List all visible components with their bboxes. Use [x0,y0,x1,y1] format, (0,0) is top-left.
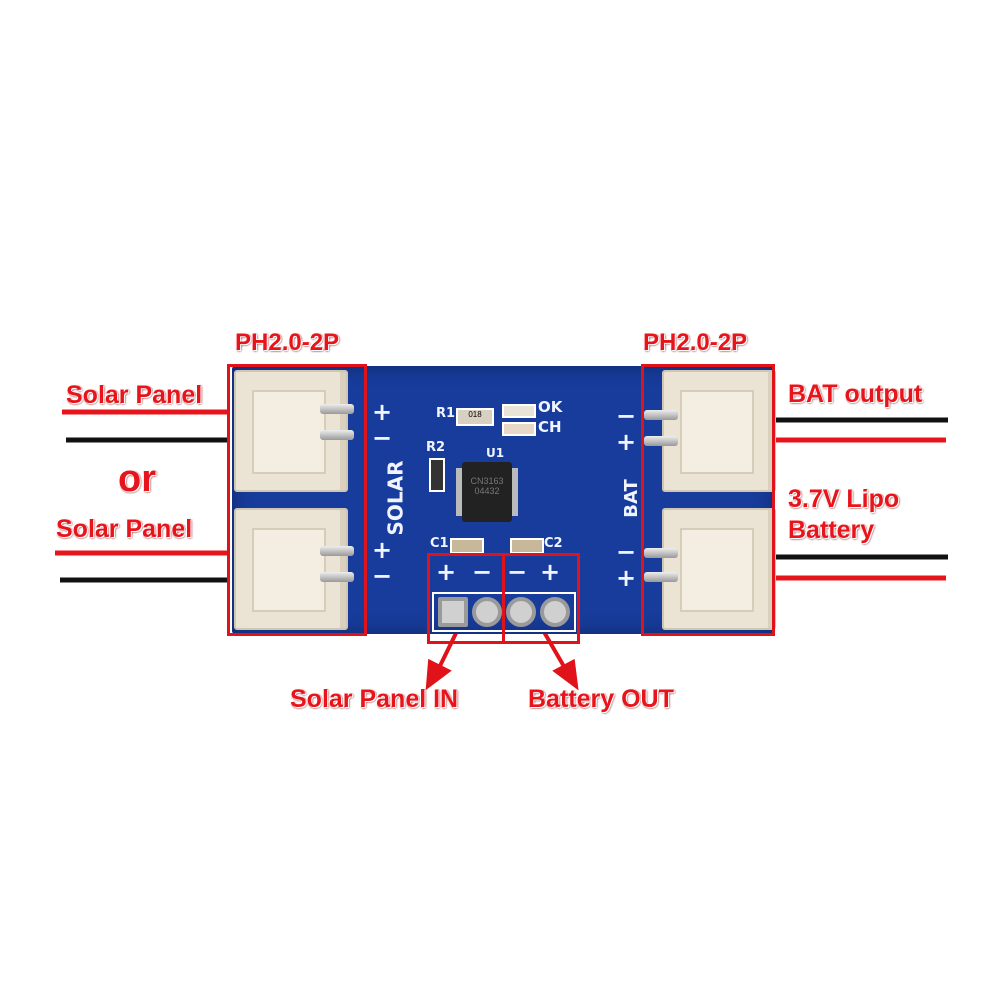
silk-plus: + [436,558,457,586]
silk-c1: C1 [430,536,449,551]
chip-marking: 04432 [474,486,500,496]
label-bat-output: BAT output [788,380,923,408]
label-solar-panel-in: Solar Panel IN [290,685,459,713]
label-or: or [118,458,156,500]
resistor-r1: 018 [456,408,494,426]
silk-r1: R1 [436,406,456,421]
silk-minus: − [372,424,393,452]
silk-bat: BAT [620,479,642,518]
highlight-left-connectors [227,364,367,636]
silk-minus: − [616,538,637,566]
label-solar-panel-2: Solar Panel [56,515,193,543]
chip-u1: CN3163 04432 [462,462,512,522]
silk-c2: C2 [544,536,563,551]
led-ok [502,404,536,418]
resistor-r2 [429,458,445,492]
silk-plus: + [372,398,393,426]
capacitor-c1 [450,538,484,554]
silk-minus: − [372,562,393,590]
silk-minus: − [507,558,528,586]
silk-plus: + [372,536,393,564]
connector-bat-2 [662,508,776,630]
silk-ok: OK [538,398,563,416]
chip-marking: CN3163 [470,476,504,486]
label-ph-left: PH2.0-2P [235,329,340,356]
highlight-right-connectors [641,364,775,636]
silk-plus: + [616,428,637,456]
arrowhead [552,658,579,691]
label-lipo: 3.7V Lipo [788,485,900,513]
label-battery: Battery [788,516,875,544]
connector-solar-2 [234,508,348,630]
label-solar-panel-1: Solar Panel [66,381,203,409]
led-ch [502,422,536,436]
highlight-battery-out-pins [502,553,580,644]
capacitor-c2 [510,538,544,554]
label-battery-out: Battery OUT [528,685,674,713]
silk-minus: − [472,558,493,586]
connector-bat-1 [662,370,776,492]
arrowhead [425,658,452,691]
pcb-board: + − SOLAR + − − + BAT − + R1 018 OK CH R… [232,366,776,634]
silk-plus: + [540,558,561,586]
silk-u1: U1 [486,446,505,460]
silk-plus: + [616,564,637,592]
label-ph-right: PH2.0-2P [643,329,748,356]
highlight-solar-in-pins [427,553,505,644]
connector-solar-1 [234,370,348,492]
silk-solar: SOLAR [383,460,408,536]
silk-minus: − [616,402,637,430]
silk-r2: R2 [426,440,446,455]
silk-ch: CH [538,418,562,436]
